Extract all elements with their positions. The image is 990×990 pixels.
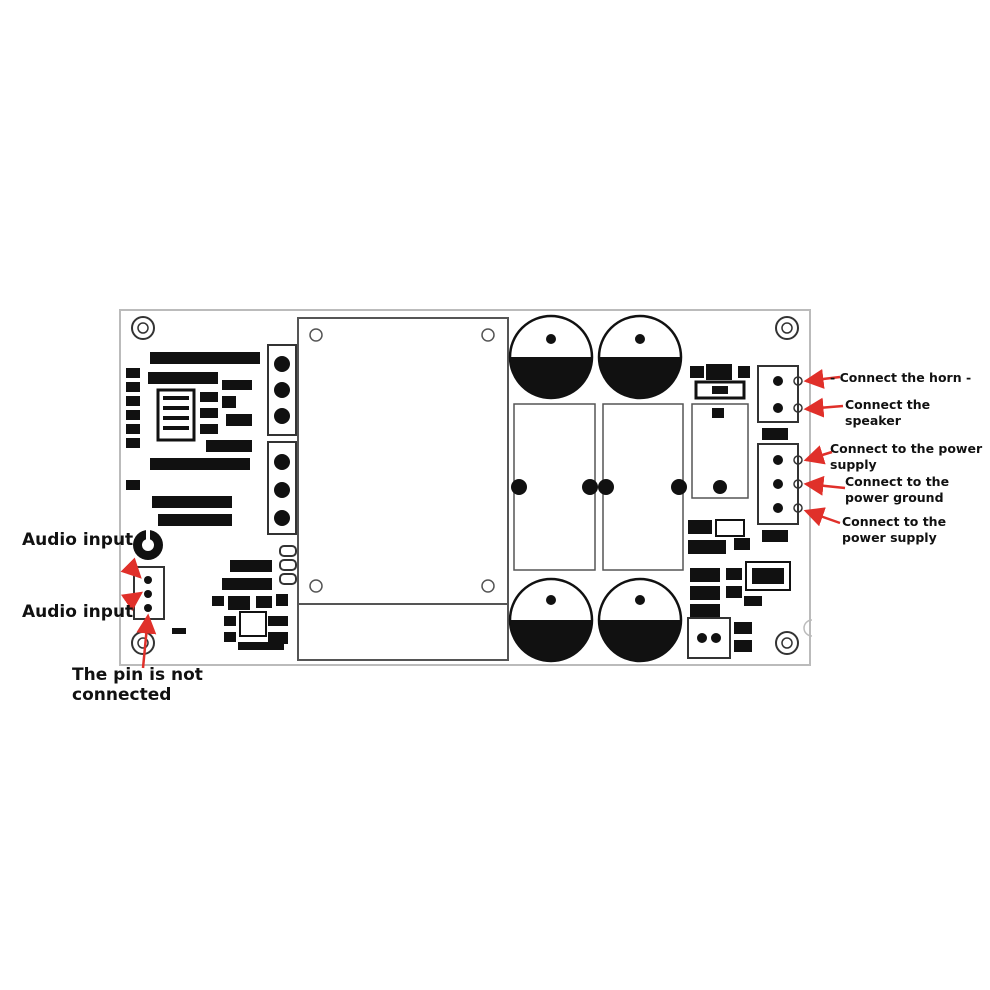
annotation-arrows: [120, 369, 846, 669]
label-audio-input-2: Audio input: [22, 602, 134, 622]
small-connector-bottom-right: [687, 617, 731, 659]
arrow-pin-not-connected: [136, 613, 157, 669]
label-audio-input-1: Audio input: [22, 530, 134, 550]
label-horn-text: Connect the horn -: [839, 370, 972, 385]
mounting-hole-top-right: [775, 316, 799, 340]
jumper-pins: [279, 545, 297, 585]
relay-block: [691, 403, 749, 499]
smd-cluster-lower-left: [172, 560, 288, 650]
arrow-power-supply-2: [803, 507, 841, 527]
label-connect-power-supply-2: Connect to the power supply: [842, 514, 947, 545]
label-horn-minus-prefix: -: [830, 370, 836, 385]
inductor-left: [511, 403, 598, 571]
capacitor-bottom-1: [508, 577, 594, 663]
label-connect-horn: - Connect the horn -: [830, 370, 971, 386]
board-edge-notch: [803, 619, 813, 637]
potentiometer-icon: [133, 530, 163, 560]
label-connect-power-ground: Connect to the power ground: [845, 474, 950, 505]
mounting-hole-bottom-right: [775, 631, 799, 655]
label-pin-not-connected: The pin is not connected: [72, 665, 203, 705]
heatsink: [297, 317, 509, 661]
power-connector: [757, 443, 803, 525]
mounting-hole-top-left: [131, 316, 155, 340]
arrow-audio-input-1: [120, 557, 142, 579]
arrow-horn: [803, 369, 841, 389]
arrow-power-ground: [803, 475, 846, 496]
arrow-speaker: [803, 397, 844, 418]
label-connect-speaker: Connect the speaker: [845, 397, 931, 428]
capacitor-top-1: [508, 314, 594, 400]
arrow-audio-input-2: [120, 591, 144, 612]
terminal-block-left-bottom: [267, 441, 297, 535]
smd-cluster-right: [688, 364, 791, 652]
arrow-power-supply-1: [803, 445, 833, 465]
inductor-right: [598, 403, 687, 571]
capacitor-top-2: [597, 314, 683, 400]
label-connect-power-supply-1: Connect to the power supply: [830, 441, 983, 472]
smd-cluster-left: [126, 352, 260, 526]
terminal-block-left-top: [267, 344, 297, 436]
capacitor-bottom-2: [597, 577, 683, 663]
speaker-connector: [757, 365, 803, 423]
